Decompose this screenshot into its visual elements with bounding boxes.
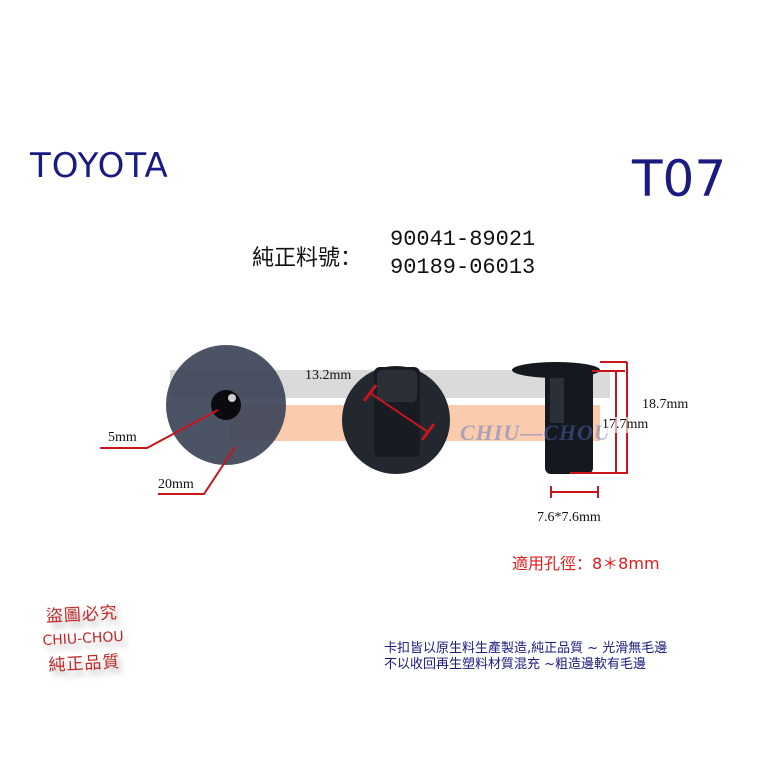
dimension-shank-height: 17.7mm xyxy=(602,417,649,433)
dimension-hole: 5mm xyxy=(108,430,137,445)
part-number: 90189-06013 xyxy=(390,255,536,280)
side-view xyxy=(512,362,600,474)
part-number: 90041-89021 xyxy=(390,227,536,252)
watermark-text: CHIU—CHOU xyxy=(460,420,611,445)
dimension-shank-width: 7.6*7.6mm xyxy=(537,510,601,525)
angled-view xyxy=(342,366,450,474)
note-line: 卡扣皆以原生料生產製造,純正品質 ~ 光滑無毛邊 xyxy=(384,641,668,656)
part-number-list: 90041-89021 90189-06013 xyxy=(390,226,535,282)
part-number-label: 純正料號： xyxy=(252,246,363,271)
item-code: T07 xyxy=(632,150,727,208)
stamp-line1: 盜圖必究 xyxy=(45,603,119,627)
dimension-diagonal: 13.2mm xyxy=(305,368,352,383)
dimension-head: 20mm xyxy=(158,477,194,492)
brand-title: TOYOTA xyxy=(30,146,169,186)
copyright-stamp: 盜圖必究 CHIU-CHOU 純正品質 xyxy=(16,597,150,678)
note-line: 不以收回再生塑料材質混充 ~粗造邊軟有毛邊 xyxy=(384,657,647,672)
quality-notes: 卡扣皆以原生料生產製造,純正品質 ~ 光滑無毛邊 不以收回再生塑料材質混充 ~粗… xyxy=(384,641,667,673)
hole-spec: 適用孔徑：8＊8mm xyxy=(512,554,660,573)
dimension-total-height: 18.7mm xyxy=(642,397,689,412)
top-view-disc xyxy=(166,345,286,465)
